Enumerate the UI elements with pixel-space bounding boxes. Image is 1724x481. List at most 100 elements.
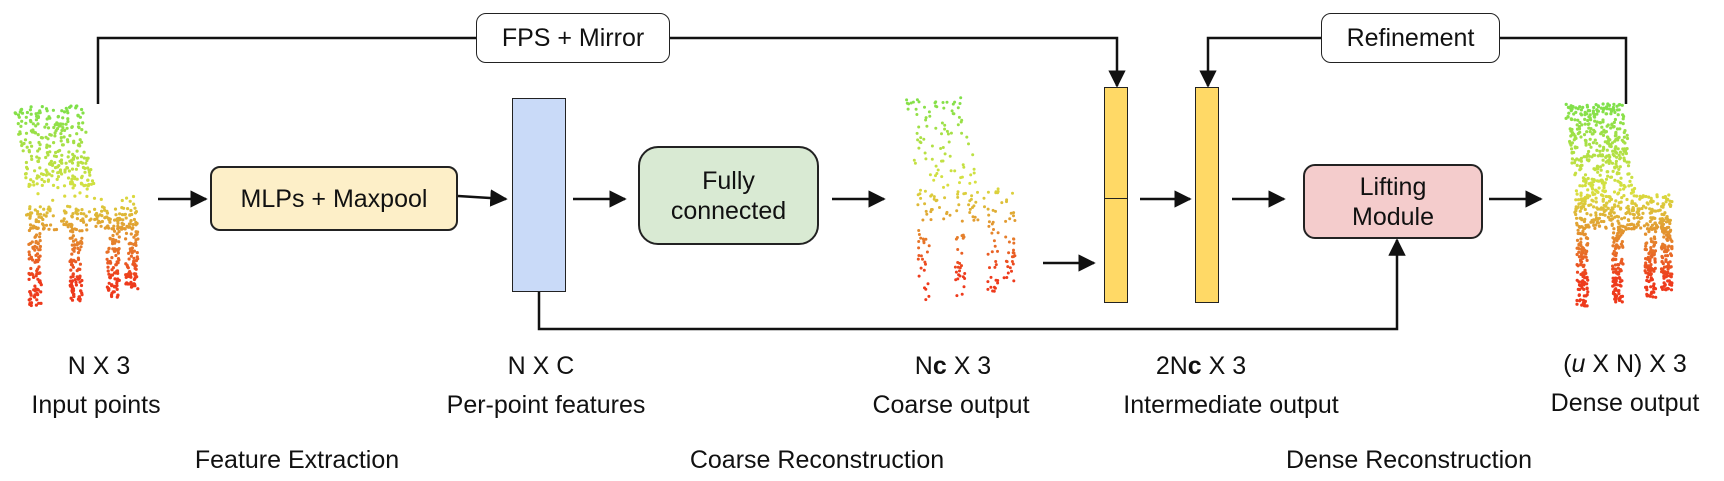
point (20, 119, 24, 123)
point (1645, 257, 1650, 261)
point (927, 110, 931, 114)
point (1581, 105, 1585, 109)
point (1617, 108, 1621, 112)
point (1602, 209, 1606, 214)
point (923, 151, 927, 155)
point (956, 190, 960, 194)
point (53, 161, 57, 165)
point (1669, 252, 1673, 256)
point (53, 134, 57, 138)
point (1586, 118, 1590, 123)
point (1617, 263, 1621, 267)
point (36, 226, 40, 230)
point (36, 159, 40, 163)
point (97, 219, 101, 223)
point (1597, 224, 1602, 228)
point (37, 220, 41, 224)
point (70, 263, 75, 267)
point (1645, 275, 1650, 279)
point (78, 229, 82, 233)
point (1573, 210, 1577, 214)
point (1653, 260, 1657, 264)
point (40, 105, 44, 109)
point (45, 117, 49, 121)
point (126, 207, 130, 211)
point (1585, 130, 1589, 134)
point (945, 129, 949, 133)
point (114, 253, 118, 258)
point (1604, 177, 1609, 181)
point (72, 141, 76, 145)
point (958, 261, 962, 265)
point (1652, 209, 1656, 213)
point (971, 206, 974, 209)
point (74, 283, 78, 287)
point (1584, 141, 1588, 145)
point (73, 243, 77, 247)
point (60, 153, 64, 157)
point (124, 231, 129, 235)
point (1575, 246, 1579, 250)
point (991, 289, 995, 293)
point (956, 195, 960, 199)
point (77, 121, 81, 125)
point (1582, 301, 1586, 306)
point (1005, 260, 1009, 264)
point (134, 272, 138, 276)
point (69, 182, 73, 186)
point (56, 149, 60, 153)
point (921, 237, 925, 241)
point (1602, 186, 1606, 190)
point (114, 263, 118, 267)
point (108, 276, 112, 280)
point (1602, 106, 1606, 110)
point (1642, 224, 1646, 228)
point (1598, 212, 1602, 216)
point (35, 252, 40, 256)
point (123, 212, 127, 216)
point (29, 112, 33, 116)
point (1005, 276, 1009, 279)
point (1648, 294, 1652, 298)
point (927, 244, 931, 248)
point (1629, 183, 1633, 187)
point (59, 161, 64, 165)
point (1601, 163, 1605, 167)
point (1579, 225, 1584, 229)
point (70, 167, 75, 171)
point (1627, 184, 1631, 188)
point (51, 108, 56, 112)
point (1617, 171, 1621, 175)
point (86, 178, 90, 182)
point (1670, 200, 1674, 204)
point (1590, 185, 1594, 189)
point (74, 207, 78, 211)
point (76, 251, 81, 255)
point (1011, 251, 1015, 255)
point (968, 199, 972, 203)
point (33, 208, 37, 212)
point (41, 217, 45, 222)
point (62, 184, 67, 188)
point (74, 167, 78, 171)
point (89, 182, 93, 186)
point (1611, 105, 1615, 110)
point (68, 134, 72, 138)
point (1620, 300, 1624, 304)
point (1596, 221, 1600, 225)
point (943, 196, 947, 200)
point (36, 149, 40, 153)
point (1004, 219, 1008, 223)
point (938, 206, 941, 209)
point (110, 273, 114, 277)
point (1575, 270, 1580, 274)
point (35, 155, 39, 159)
point (31, 180, 35, 184)
point (37, 255, 41, 259)
point (116, 293, 120, 297)
point (1575, 192, 1579, 196)
point (36, 293, 40, 297)
point (1644, 244, 1648, 248)
point (1603, 190, 1607, 194)
point (56, 175, 61, 179)
